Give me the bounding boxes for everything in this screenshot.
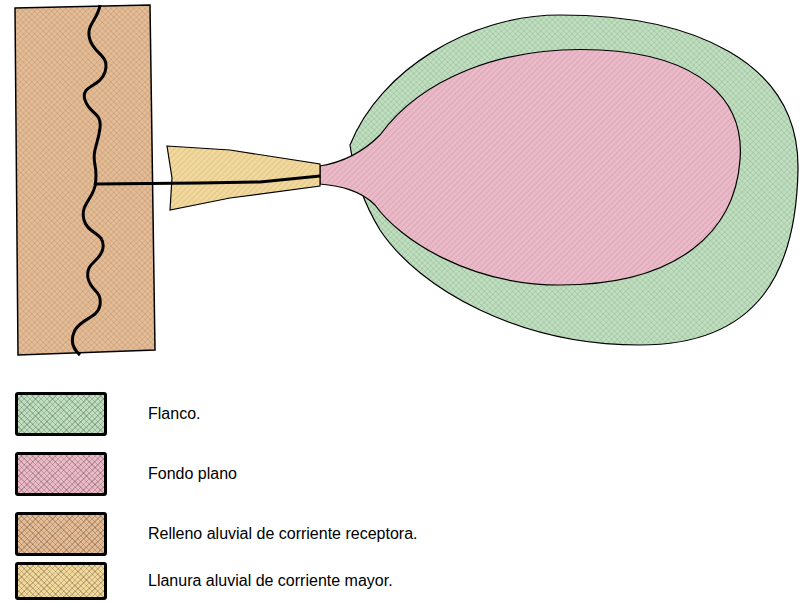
legend-label: Llanura aluvial de corriente mayor. (148, 571, 393, 590)
legend-swatch (15, 392, 107, 436)
legend-swatch (15, 562, 107, 600)
receiving-stream-fill (15, 5, 155, 355)
meandering-river (72, 5, 106, 355)
legend-label: Flanco. (148, 404, 200, 423)
tributary-stream (95, 176, 320, 184)
legend-swatch (15, 512, 107, 556)
legend-label: Fondo plano (148, 464, 237, 483)
swatch-texture (18, 455, 104, 493)
swatch-texture (18, 515, 104, 553)
legend-label: Relleno aluvial de corriente receptora. (148, 524, 417, 543)
flat-floor-region (320, 50, 740, 285)
swatch-texture (18, 565, 104, 597)
swatch-texture (18, 395, 104, 433)
legend-swatch (15, 452, 107, 496)
